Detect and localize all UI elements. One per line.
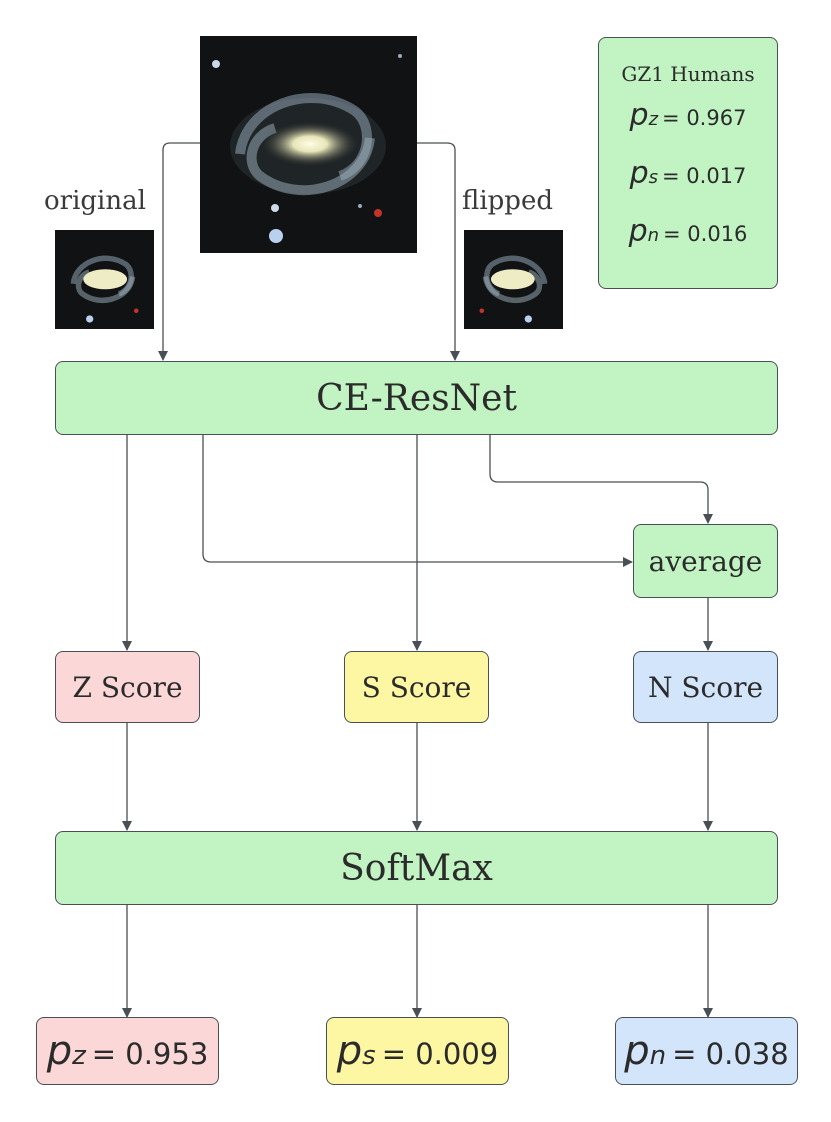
output-pz-sub: z <box>72 1041 86 1071</box>
softmax-node: SoftMax <box>55 831 778 905</box>
galaxy-image-original <box>55 230 154 329</box>
ce-resnet-node: CE-ResNet <box>55 361 778 435</box>
n-score-label: N Score <box>647 670 764 704</box>
gz1-pn-value: = 0.016 <box>663 222 748 246</box>
gz1-ps-value: = 0.017 <box>662 164 747 188</box>
s-score-node: S Score <box>344 651 489 723</box>
n-score-node: N Score <box>633 651 778 723</box>
gz1-pz-symbol: p <box>629 98 649 133</box>
galaxy-image-main <box>200 36 417 253</box>
z-score-node: Z Score <box>55 651 200 723</box>
gz1-pz-sub: z <box>648 109 659 130</box>
arrow-network-to-average-a <box>202 435 633 567</box>
gz1-ps-symbol: p <box>629 156 649 191</box>
output-pn-symbol: p <box>624 1028 650 1074</box>
output-ps-value: = 0.009 <box>381 1037 499 1071</box>
z-score-label: Z Score <box>72 670 183 704</box>
output-pz-symbol: p <box>46 1028 73 1074</box>
gz1-pn-symbol: p <box>628 214 648 249</box>
gz1-title: GZ1 Humans <box>621 62 755 86</box>
arrow-flipped-to-network <box>417 142 460 361</box>
average-node: average <box>633 524 778 598</box>
gz1-pn-sub: n <box>647 225 660 246</box>
arrow-network-to-average-b <box>489 435 713 524</box>
gz1-pz-value: = 0.967 <box>662 106 747 130</box>
flipped-label: flipped <box>462 186 553 216</box>
arrow-original-to-network <box>158 142 200 361</box>
output-pz-value: = 0.953 <box>91 1037 209 1071</box>
s-score-label: S Score <box>361 670 472 704</box>
ce-resnet-label: CE-ResNet <box>316 377 517 419</box>
softmax-label: SoftMax <box>340 847 493 889</box>
output-pn-value: = 0.038 <box>672 1037 789 1071</box>
output-pn-sub: n <box>649 1041 667 1071</box>
original-label: original <box>44 186 146 216</box>
output-ps-sub: s <box>362 1041 376 1071</box>
average-label: average <box>648 544 763 578</box>
galaxy-image-flipped <box>464 230 563 329</box>
gz1-ps-sub: s <box>648 167 659 188</box>
output-ps-symbol: p <box>336 1028 363 1074</box>
